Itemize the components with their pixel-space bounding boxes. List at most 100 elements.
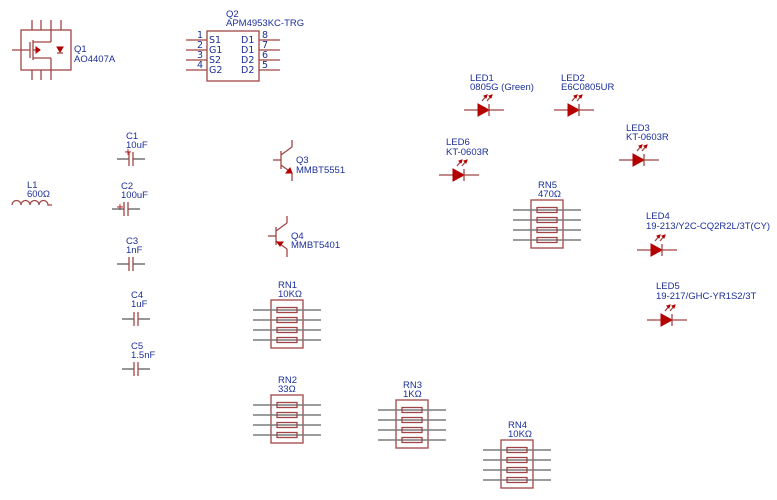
led-icon [646,304,688,327]
led-icon [618,144,660,167]
component-c2[interactable]: + C2 100uF [111,181,148,217]
component-rn3[interactable]: RN3 1KΩ [377,380,447,449]
pin-number: 8 [262,30,268,41]
capacitor-icon [121,311,151,327]
pin-number: 5 [262,60,268,71]
component-rn2[interactable]: RN2 33Ω [252,375,322,444]
led1-value: 0805G (Green) [470,82,534,93]
component-led4[interactable]: LED4 19-213/Y2C-CQ2R2L/3T(CY) [636,211,770,257]
component-led3[interactable]: LED3 KT-0603R [618,123,669,167]
led4-value: 19-213/Y2C-CQ2R2L/3T(CY) [646,221,770,232]
c1-value: 10uF [126,140,148,151]
ic-body-icon [206,30,260,82]
component-q4[interactable]: Q4 MMBT5401 [268,216,340,257]
q1-value: AO4407A [74,54,116,65]
rn2-ref: RN2 [278,375,297,386]
c5-ref: C5 [131,341,143,352]
q1-ref: Q1 [74,44,87,55]
q4-ref: Q4 [291,231,304,242]
pin-name: D2 [241,55,254,66]
q4-value: MMBT5401 [291,240,340,251]
component-c1[interactable]: + C1 10uF [116,131,148,167]
pin-name: D1 [241,35,254,46]
p-mosfet-icon [12,20,72,80]
led-icon [636,234,678,257]
led-icon [553,94,595,117]
capacitor-icon [121,361,151,377]
component-q3[interactable]: Q3 MMBT5551 [273,140,345,181]
component-q2[interactable]: Q2 APM4953KC-TRG 1 2 3 4 S1 G1 S2 G2 D1 … [186,9,304,82]
led5-ref: LED5 [656,281,680,292]
led-icon [438,159,480,182]
component-rn4[interactable]: RN4 10KΩ [482,420,552,489]
c2-value: 100uF [121,190,148,201]
c5-value: 1.5nF [131,350,155,361]
q3-ref: Q3 [296,155,309,166]
npn-transistor-icon [273,140,293,181]
component-led6[interactable]: LED6 KT-0603R [438,137,489,182]
pin-name: D1 [241,45,254,56]
resistor-network-icon [482,439,552,489]
rn3-ref: RN3 [403,380,422,391]
resistor-network-icon [512,199,582,249]
component-led2[interactable]: LED2 E6C0805UR [553,73,614,117]
component-c5[interactable]: C5 1.5nF [121,341,155,377]
led3-value: KT-0603R [626,132,669,143]
l1-value: 600Ω [27,189,50,200]
rn4-value: 10KΩ [508,429,532,440]
resistor-network-icon [252,299,322,349]
rn5-ref: RN5 [538,180,557,191]
pin-number: 2 [197,40,203,51]
c2-ref: C2 [121,181,133,192]
led6-value: KT-0603R [446,147,489,158]
led6-ref: LED6 [446,137,470,148]
plus-icon: + [116,202,124,213]
pin-name: S1 [209,35,221,46]
component-l1[interactable]: L1 600Ω [11,180,52,206]
q3-value: MMBT5551 [296,165,345,176]
pin-number: 4 [197,60,203,71]
l1-ref: L1 [27,180,38,191]
rn3-value: 1KΩ [403,389,422,400]
led-icon [463,94,505,117]
rn5-value: 470Ω [538,189,561,200]
plus-icon: + [124,147,132,158]
c3-ref: C3 [126,236,138,247]
capacitor-icon [116,256,146,272]
led1-ref: LED1 [470,73,494,84]
q2-value: APM4953KC-TRG [226,18,304,29]
inductor-icon [11,199,52,206]
pin-number: 6 [262,50,268,61]
pin-number: 7 [262,40,268,51]
resistor-network-icon [252,394,322,444]
component-q1[interactable]: Q1 AO4407A [12,20,116,80]
pin-name: G2 [209,65,222,76]
rn2-value: 33Ω [278,384,296,395]
rn4-ref: RN4 [508,420,527,431]
q2-ref: Q2 [226,9,239,20]
component-rn5[interactable]: RN5 470Ω [512,180,582,249]
led5-value: 19-217/GHC-YR1S2/3T [656,291,757,302]
component-led1[interactable]: LED1 0805G (Green) [463,73,534,117]
pin-number: 1 [197,30,203,41]
component-rn1[interactable]: RN1 10KΩ [252,280,322,349]
component-c4[interactable]: C4 1uF [121,290,151,327]
led4-ref: LED4 [646,211,670,222]
c4-value: 1uF [131,299,148,310]
pin-number: 3 [197,50,203,61]
led2-ref: LED2 [561,73,585,84]
pin-name: D2 [241,65,254,76]
led2-value: E6C0805UR [561,82,614,93]
c1-ref: C1 [126,131,138,142]
component-led5[interactable]: LED5 19-217/GHC-YR1S2/3T [646,281,757,327]
resistor-network-icon [377,399,447,449]
pnp-transistor-icon [268,216,288,257]
pin-name: G1 [209,45,222,56]
led3-ref: LED3 [626,123,650,134]
rn1-value: 10KΩ [278,289,302,300]
component-c3[interactable]: C3 1nF [116,236,146,272]
pin-name: S2 [209,55,221,66]
c3-value: 1nF [126,245,143,256]
rn1-ref: RN1 [278,280,297,291]
